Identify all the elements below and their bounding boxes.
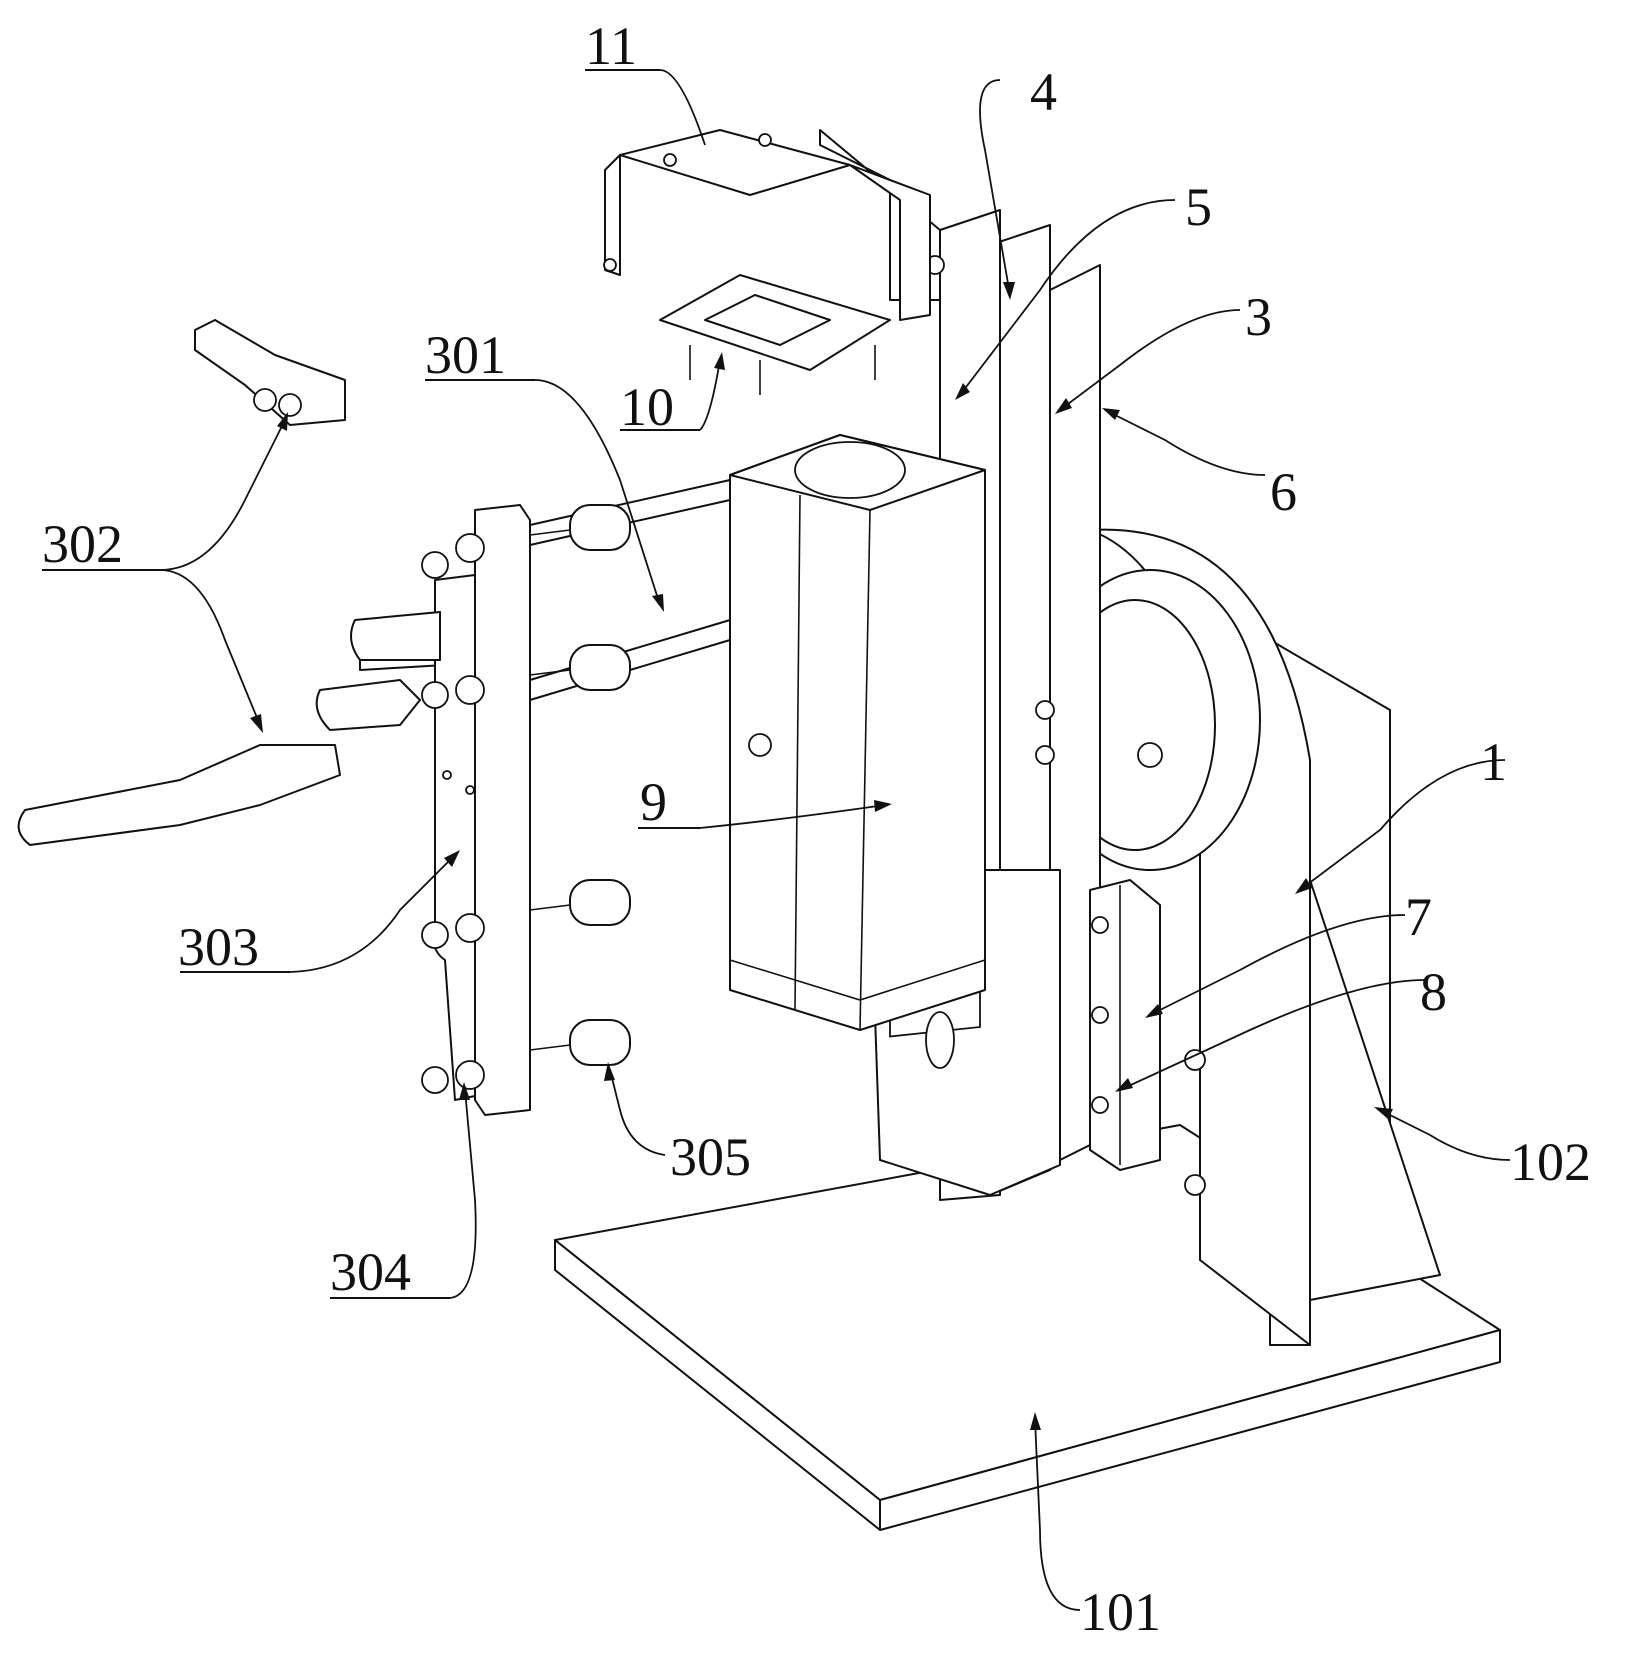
label-3: 3 bbox=[1245, 287, 1272, 347]
leader-9 bbox=[638, 800, 892, 829]
slide-block-7-8 bbox=[1089, 879, 1161, 1171]
leader-302 bbox=[42, 412, 288, 733]
leader-11 bbox=[585, 69, 706, 146]
label-303: 303 bbox=[178, 917, 259, 977]
label-4: 4 bbox=[1030, 62, 1057, 122]
label-305: 305 bbox=[670, 1127, 751, 1187]
leader-10 bbox=[620, 352, 725, 431]
label-6: 6 bbox=[1270, 462, 1297, 522]
leader-102 bbox=[1374, 1107, 1511, 1161]
rods-301 bbox=[359, 479, 731, 701]
label-11: 11 bbox=[585, 16, 637, 76]
label-301: 301 bbox=[425, 325, 506, 385]
mount-plate-10 bbox=[659, 274, 891, 395]
label-302: 302 bbox=[42, 514, 123, 574]
label-10: 10 bbox=[620, 377, 674, 437]
leader-304 bbox=[330, 1082, 477, 1299]
leader-101 bbox=[1030, 1412, 1081, 1611]
leader-1 bbox=[1295, 759, 1506, 894]
label-102: 102 bbox=[1510, 1132, 1591, 1192]
label-7: 7 bbox=[1405, 887, 1432, 947]
leader-8 bbox=[1115, 979, 1426, 1092]
square-tube-9 bbox=[729, 434, 986, 1031]
leader-303 bbox=[180, 850, 460, 973]
label-304: 304 bbox=[330, 1242, 411, 1302]
leader-305 bbox=[604, 1062, 666, 1156]
leader-4 bbox=[979, 79, 1015, 300]
leader-7 bbox=[1145, 914, 1406, 1018]
label-9: 9 bbox=[640, 772, 667, 832]
spacers-305 bbox=[529, 504, 631, 1066]
label-101: 101 bbox=[1080, 1582, 1161, 1642]
bracket-11 bbox=[603, 129, 931, 321]
leader-5 bbox=[955, 199, 1176, 400]
label-1: 1 bbox=[1480, 732, 1507, 792]
clamp-parts-302 bbox=[17, 319, 441, 846]
label-8: 8 bbox=[1420, 962, 1447, 1022]
plate-303 bbox=[432, 504, 531, 1116]
bolts-304 bbox=[421, 533, 485, 1094]
leader-3 bbox=[1055, 309, 1241, 414]
label-5: 5 bbox=[1185, 177, 1212, 237]
leader-301 bbox=[425, 379, 664, 612]
leader-6 bbox=[1102, 408, 1266, 476]
